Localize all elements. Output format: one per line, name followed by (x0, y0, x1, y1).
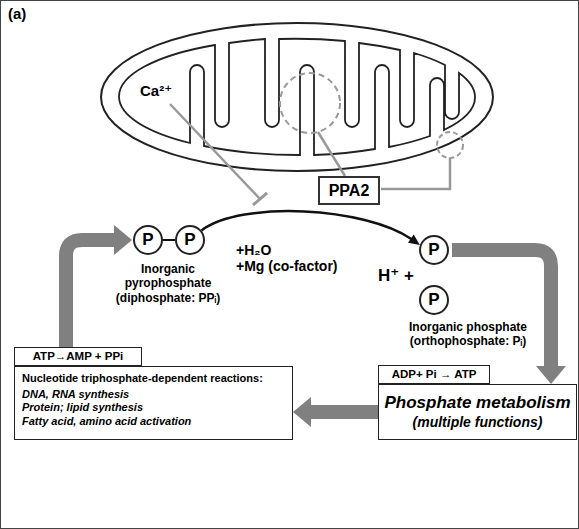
node-text: PPA2 (329, 181, 370, 200)
connector (293, 397, 378, 427)
connector-line (163, 239, 175, 241)
node-text: Protein; lipid synthesis (22, 401, 143, 414)
connector (452, 250, 566, 384)
reaction-label: +Mg (co-factor) (236, 258, 338, 275)
mitochondrion-cristae (119, 39, 475, 155)
node-text: P (142, 230, 153, 250)
leader-line (381, 158, 450, 189)
product-label: H⁺ + (378, 266, 414, 286)
connector-line (202, 211, 412, 239)
node-text: ADP+ Pi → ATP (392, 368, 477, 382)
arrowhead (536, 366, 566, 384)
compound-label: Inorganic pyrophosphate (diphosphate: PP… (108, 262, 228, 305)
enzyme-box: PPA2 (318, 176, 380, 205)
node-text: DNA, RNA synthesis (22, 388, 129, 401)
reaction-label: +H₂O (236, 242, 271, 259)
circle-outline (134, 226, 162, 254)
reaction-tag: ATP→AMP + PPi (14, 347, 142, 366)
leader-line (318, 132, 345, 176)
process-box: Phosphate metabolism(multiple functions) (378, 384, 577, 440)
node-text: Fatty acid, amino acid activation (22, 415, 191, 428)
reaction-box: Nucleotide triphosphate-dependent reacti… (14, 366, 293, 440)
circle-outline (176, 226, 204, 254)
phosphate-circle: P (419, 285, 449, 315)
dashed-region (280, 73, 340, 133)
phosphate-circle: P (419, 235, 449, 265)
connector (66, 225, 132, 347)
inhibition-line (170, 104, 260, 199)
compound-label: Inorganic phosphate (orthophosphate: Pᵢ) (398, 320, 538, 349)
phosphate-circle: P (133, 225, 163, 255)
circle-outline (420, 286, 448, 314)
phosphate-circle: P (175, 225, 205, 255)
connector-line (452, 250, 551, 367)
connector-line (66, 240, 115, 347)
node-text: P (184, 230, 195, 250)
arrowhead (293, 397, 311, 427)
arrowhead (408, 235, 420, 245)
circle-outline (420, 236, 448, 264)
node-text: P (428, 240, 439, 260)
arrowhead (114, 225, 132, 255)
node-text: Phosphate metabolism (384, 393, 570, 413)
mitochondrion-outer (101, 23, 493, 171)
node-text: ATP→AMP + PPi (33, 350, 124, 364)
connector (202, 211, 420, 245)
node-text: Nucleotide triphosphate-dependent reacti… (22, 372, 263, 385)
dashed-region (437, 132, 463, 158)
node-text: P (428, 290, 439, 310)
reaction-tag: ADP+ Pi → ATP (378, 365, 490, 384)
connector (163, 240, 175, 241)
ion-label: Ca²⁺ (140, 82, 172, 100)
inhibition-bar (253, 193, 267, 205)
node-text: (multiple functions) (413, 414, 543, 431)
connector-line (310, 405, 378, 419)
panel-letter: (a) (8, 5, 26, 23)
